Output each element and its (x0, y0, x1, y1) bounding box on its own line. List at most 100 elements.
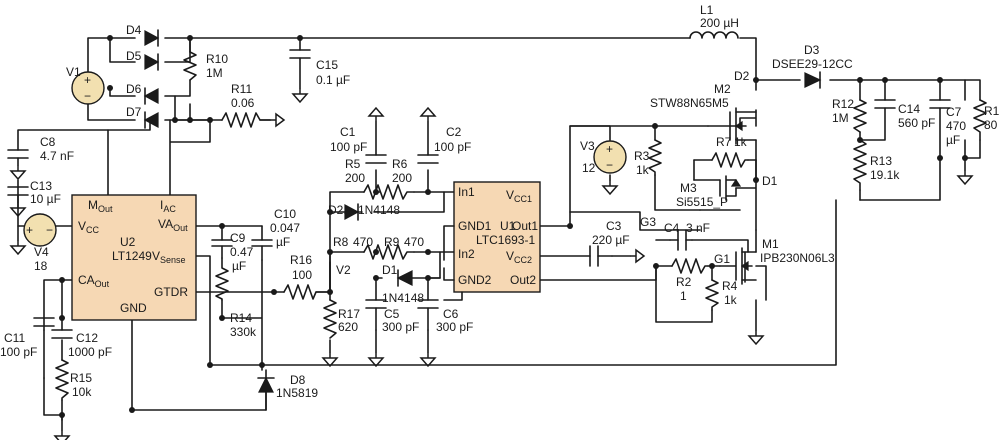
r11-value: 0.06 (231, 96, 255, 110)
c8-value: 4.7 nF (40, 149, 74, 163)
d1b-ref: D1 (762, 174, 778, 188)
r3-ref: R3 (634, 149, 650, 163)
c10-value1: 0.047 (270, 221, 300, 235)
c14-value: 560 pF (898, 116, 935, 130)
c9-value1: 0.47 (230, 245, 254, 259)
c1-ref: C1 (340, 125, 356, 139)
r5-value: 200 (345, 171, 365, 185)
inductor-l1 (689, 31, 739, 39)
g1-ref: G1 (714, 252, 730, 266)
r16-ref: R16 (290, 253, 312, 267)
r4-ref: R4 (722, 279, 738, 293)
r10-value: 1M (206, 66, 223, 80)
m1-value: IPB230N06L3 (760, 251, 835, 265)
c7-ref: C7 (946, 105, 962, 119)
r8-ref: R8 (333, 235, 349, 249)
u2-pin-iac: IAC (160, 198, 176, 214)
v4-ref: V4 (34, 245, 49, 259)
r7-value: 1k (734, 135, 748, 149)
u1-pin-vcc2: VCC2 (506, 249, 532, 265)
c3-ref: C3 (606, 219, 622, 233)
c2-value: 100 pF (434, 140, 471, 154)
r11-ref: R11 (231, 82, 252, 96)
c2-ref: C2 (446, 125, 462, 139)
r4-value: 1k (724, 293, 738, 307)
c9-value2: µF (232, 259, 246, 273)
c10-ref: C10 (274, 207, 296, 221)
u1-ref: U1 (500, 219, 516, 233)
r8-value: 470 (353, 235, 373, 249)
r6-ref: R6 (392, 157, 408, 171)
m3-value: Si5515_P (676, 195, 728, 209)
u1-pin-out1: Out1 (512, 219, 538, 233)
ic-u1 (453, 181, 541, 293)
c3-value: 220 µF (592, 233, 630, 247)
source-v4: +− (10, 213, 57, 255)
ic-u2 (71, 194, 197, 321)
c1-value: 100 pF (330, 140, 367, 154)
c10-value2: µF (276, 235, 290, 249)
c13-value: 10 µF (30, 192, 61, 206)
u2-pin-vcc: VCC (78, 219, 100, 235)
c13-ref: C13 (30, 179, 52, 193)
r2-value: 1 (680, 289, 687, 303)
m3-ref: M3 (680, 181, 697, 195)
r16-value: 100 (292, 268, 312, 282)
d21-ref: D21 (328, 203, 350, 217)
u1-pin-gnd1: GND1 (458, 219, 492, 233)
r6-value: 200 (392, 171, 412, 185)
u2-pin-mout: MOut (88, 198, 113, 214)
c4-value: 3 nF (686, 221, 710, 235)
c6-ref: C6 (443, 307, 459, 321)
d4-ref: D4 (126, 23, 142, 37)
c5-ref: C5 (384, 307, 400, 321)
c6-value: 300 pF (436, 320, 473, 334)
d1a-ref: D1 (382, 263, 398, 277)
svg-text:+: + (606, 142, 613, 156)
d21-value: 1N4148 (358, 203, 400, 217)
u1-pin-out2: Out2 (510, 273, 536, 287)
u1-part: LTC1693-1 (476, 233, 535, 247)
u1-pin-vcc1: VCC1 (506, 188, 532, 204)
c11-ref: C11 (4, 331, 25, 345)
u2-labels: MOut IAC VAOut VCC U2 LT1249 VSense CAOu… (78, 198, 188, 315)
c14-ref: C14 (898, 102, 920, 116)
r15-ref: R15 (70, 371, 92, 385)
c7-value2: µF (946, 133, 960, 147)
r17-value: 620 (338, 320, 358, 334)
r13-ref: R13 (870, 154, 892, 168)
u1-pin-in2: In2 (458, 247, 475, 261)
mosfet-m3 (719, 175, 742, 201)
r12-ref: R12 (832, 97, 854, 111)
d3-ref: D3 (804, 43, 820, 57)
d6-ref: D6 (126, 82, 142, 96)
resistors (55, 51, 987, 401)
svg-text:−: − (46, 223, 53, 237)
junctions (37, 35, 968, 418)
u2-pin-gtdr: GTDR (154, 285, 188, 299)
u2-pin-caout: CAOut (78, 273, 110, 289)
m2-value: STW88N65M5 (650, 96, 729, 110)
mosfet-m2 (707, 107, 757, 145)
svg-text:+: + (26, 223, 33, 237)
d8-ref: D8 (290, 373, 306, 387)
diodes (143, 29, 822, 411)
r7-ref: R7 (716, 135, 732, 149)
source-v3: +− (593, 140, 627, 195)
r9-ref: R9 (384, 235, 400, 249)
u2-ref: U2 (120, 235, 136, 249)
d3-value: DSEE29-12CC (772, 57, 853, 71)
r1-ref: R1 (984, 104, 1000, 118)
d5-ref: D5 (126, 49, 142, 63)
g3-ref: G3 (640, 215, 656, 229)
source-v1: +− (71, 71, 105, 105)
c12-value: 1000 pF (68, 345, 112, 359)
r15-value: 10k (72, 385, 92, 399)
r3-value: 1k (636, 163, 650, 177)
c4-ref: C4 (664, 221, 680, 235)
d8-value: 1N5819 (276, 386, 318, 400)
d1a-value: 1N4148 (382, 291, 424, 305)
svg-text:−: − (84, 89, 91, 103)
d7-ref: D7 (126, 105, 142, 119)
